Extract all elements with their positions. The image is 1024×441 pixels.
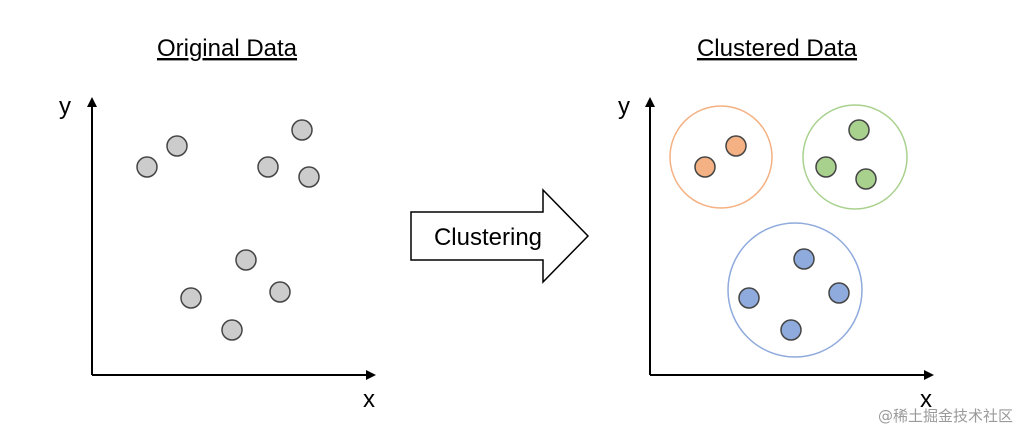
green-cluster-point: [855, 168, 877, 190]
left-points-group: [136, 119, 320, 341]
original-data-point: [298, 166, 320, 188]
watermark: @稀土掘金技术社区: [878, 407, 1013, 425]
original-data-point: [136, 156, 158, 178]
clustering-arrow-shape: [410, 188, 590, 284]
original-data-point: [257, 156, 279, 178]
clustering-arrow: Clustering: [410, 188, 590, 284]
original-data-point: [180, 287, 202, 309]
original-data-point: [221, 319, 243, 341]
clustering-arrow-label: Clustering: [434, 224, 542, 251]
left-x-axis-label: x: [363, 386, 375, 413]
left-y-axis-label: y: [59, 93, 71, 120]
right-points-group: [694, 119, 877, 341]
green-cluster-boundary: [802, 104, 908, 210]
blue-cluster-point: [738, 287, 760, 309]
original-data-point: [291, 119, 313, 141]
left-panel: Original Data y x: [59, 35, 376, 413]
original-data-point: [235, 249, 257, 271]
blue-cluster-point: [793, 248, 815, 270]
blue-cluster-point: [780, 319, 802, 341]
green-cluster-point: [815, 156, 837, 178]
orange-cluster-point: [725, 135, 747, 157]
green-cluster-point: [848, 119, 870, 141]
blue-cluster-point: [828, 282, 850, 304]
right-x-axis-label: x: [920, 386, 932, 413]
blue-cluster-boundary: [727, 222, 863, 358]
orange-cluster-boundary: [669, 105, 773, 209]
original-data-point: [269, 281, 291, 303]
right-panel-title: Clustered Data: [697, 35, 858, 62]
original-data-point: [166, 135, 188, 157]
left-panel-title: Original Data: [157, 35, 298, 62]
right-panel: Clustered Data y x: [618, 35, 934, 413]
orange-cluster-point: [694, 156, 716, 178]
right-y-axis-label: y: [618, 93, 630, 120]
